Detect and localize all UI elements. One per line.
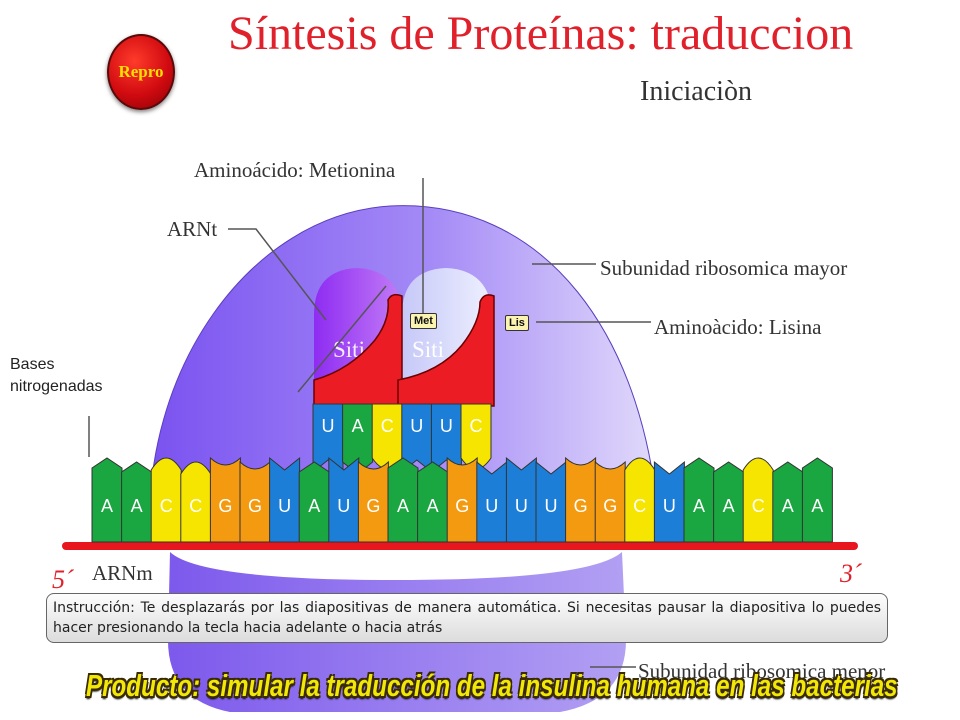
mrna-base-letter-0: A xyxy=(101,496,113,516)
mrna-base-21 xyxy=(713,461,745,543)
mrna-base-15 xyxy=(535,460,567,543)
label-aminoacid-met: Aminoácido: Metionina xyxy=(194,158,396,182)
anticodon-letter-3: U xyxy=(410,416,423,436)
mrna-base-letter-12: G xyxy=(455,496,469,516)
mrna-base-17 xyxy=(594,460,626,543)
mrna-base-1 xyxy=(121,461,153,543)
mrna-base-letter-10: A xyxy=(397,496,409,516)
small-subunit-label: Subunidad ribosomica menor xyxy=(638,659,885,683)
anticodon-letter-5: C xyxy=(470,416,483,436)
mrna-base-0 xyxy=(91,457,123,543)
product-banner: Producto: simular la traducción de la in… xyxy=(86,668,898,703)
page-subtitle: Iniciaciòn xyxy=(640,76,752,107)
mrna-base-2 xyxy=(150,457,182,543)
met-tag: Met xyxy=(410,313,437,329)
mrna-base-letter-18: C xyxy=(633,496,646,516)
page-title: Síntesis de Proteínas: traduccion xyxy=(228,7,854,60)
mrna-base-letter-24: A xyxy=(811,496,823,516)
mrna-label: ARNm xyxy=(92,561,153,585)
mrna-base-letter-1: A xyxy=(131,496,143,516)
mrna-base-4 xyxy=(209,456,241,543)
five-prime-label: 5´ xyxy=(52,565,75,594)
anticodon-letter-1: A xyxy=(352,416,364,436)
repro-logo[interactable]: Repro xyxy=(107,34,175,110)
mrna-base-letter-23: A xyxy=(782,496,794,516)
mrna-base-letter-9: G xyxy=(366,496,380,516)
mrna-base-7 xyxy=(298,461,330,543)
mrna-base-10 xyxy=(387,457,419,543)
mrna-base-letter-8: U xyxy=(337,496,350,516)
mrna-base-letter-5: G xyxy=(248,496,262,516)
mrna-base-letter-13: U xyxy=(485,496,498,516)
mrna-base-letter-4: G xyxy=(218,496,232,516)
label-aminoacid-lys: Aminoàcido: Lisina xyxy=(654,315,822,339)
label-large-subunit: Subunidad ribosomica mayor xyxy=(600,256,848,280)
mrna-base-22 xyxy=(742,457,774,543)
mrna-base-14 xyxy=(505,456,537,543)
three-prime-label: 3´ xyxy=(839,559,863,588)
mrna-base-letter-17: G xyxy=(603,496,617,516)
mrna-base-letter-15: U xyxy=(545,496,558,516)
mrna-base-23 xyxy=(772,461,804,543)
mrna-base-11 xyxy=(417,461,449,543)
mrna-base-letter-7: A xyxy=(308,496,320,516)
mrna-base-6 xyxy=(269,456,301,543)
mrna-base-8 xyxy=(328,456,360,543)
label-bases: Bases nitrogenadas xyxy=(10,356,103,395)
anticodon-letter-4: U xyxy=(440,416,453,436)
site-a-label: Siti xyxy=(412,337,444,362)
mrna-base-24 xyxy=(801,457,833,543)
anticodon-base-2 xyxy=(371,403,403,470)
trna-acceptor-a xyxy=(397,294,495,407)
mrna-base-19 xyxy=(653,460,685,543)
label-trna: ARNt xyxy=(167,217,218,241)
mrna-strand xyxy=(62,542,858,550)
lys-tag: Lis xyxy=(505,315,529,331)
mrna-base-letter-14: U xyxy=(515,496,528,516)
mrna-base-letter-2: C xyxy=(160,496,173,516)
mrna-base-9 xyxy=(357,460,389,543)
mrna-base-letter-20: A xyxy=(693,496,705,516)
mrna-base-letter-11: A xyxy=(427,496,439,516)
mrna-base-13 xyxy=(476,460,508,543)
mrna-base-letter-21: A xyxy=(723,496,735,516)
mrna-base-letter-16: G xyxy=(574,496,588,516)
mrna-base-letter-3: C xyxy=(189,496,202,516)
instruction-box: Instrucción: Te desplazarás por las diap… xyxy=(46,593,888,643)
anticodon-letter-2: C xyxy=(381,416,394,436)
anticodon-letter-0: U xyxy=(322,416,335,436)
trna-acceptor-p xyxy=(313,293,403,407)
leader-lines xyxy=(88,178,651,668)
mrna-base-letter-6: U xyxy=(278,496,291,516)
mrna-base-letter-22: C xyxy=(752,496,765,516)
mrna-base-20 xyxy=(683,457,715,543)
mrna-base-12 xyxy=(446,456,478,543)
mrna-base-16 xyxy=(565,456,597,543)
mrna-base-letter-19: U xyxy=(663,496,676,516)
